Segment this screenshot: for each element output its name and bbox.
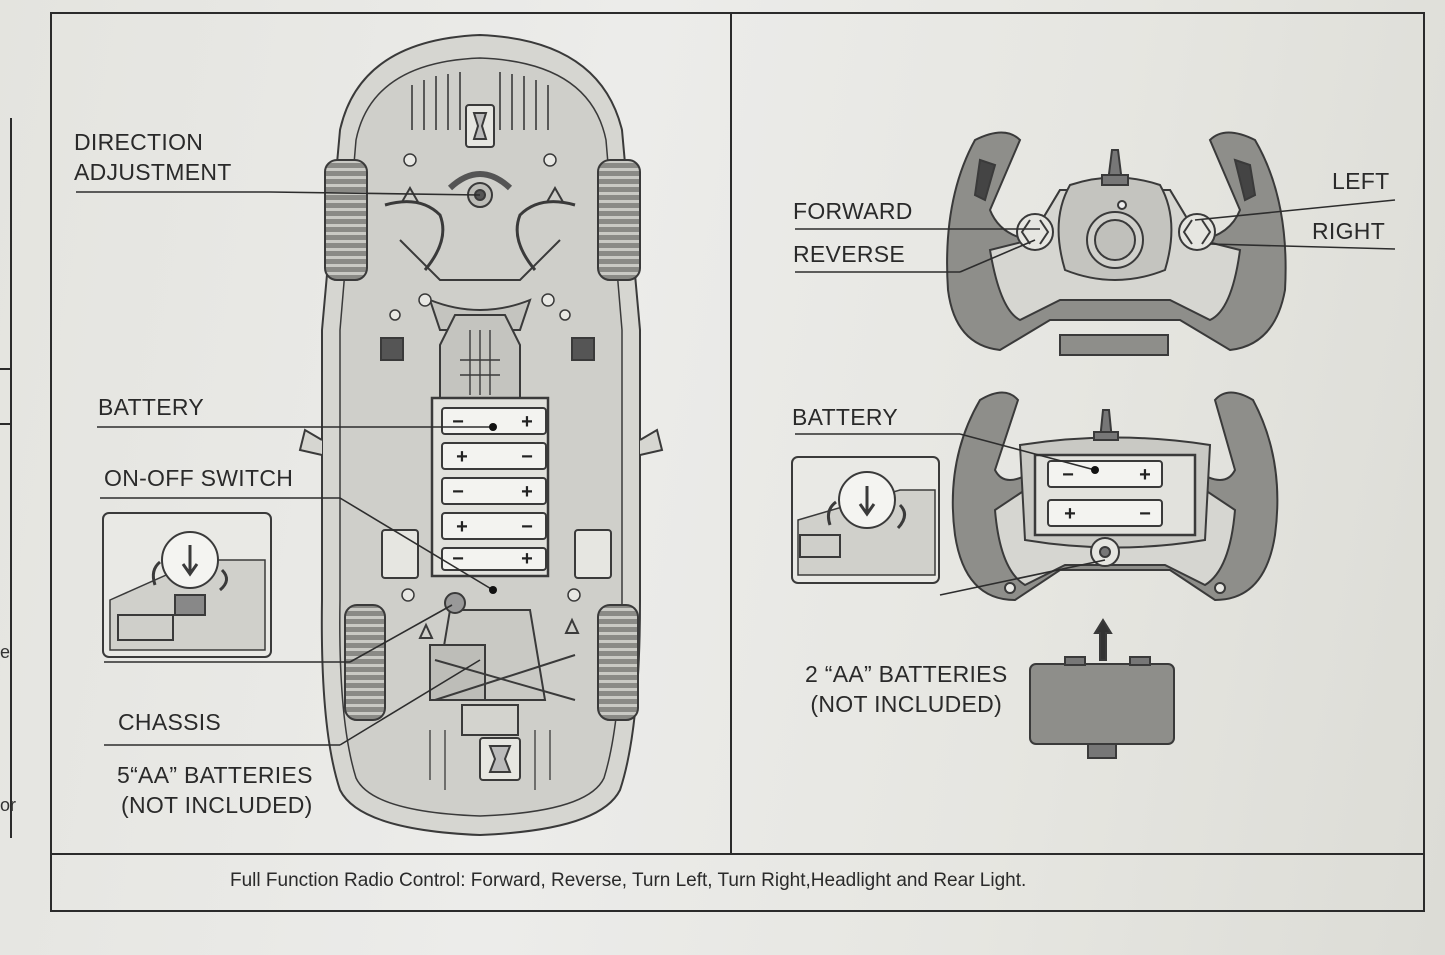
callout-dot: [1091, 466, 1099, 474]
label-chassis: CHASSIS: [118, 709, 222, 735]
caption-divider: [50, 853, 1425, 855]
callout-dot: [489, 423, 497, 431]
on-off-switch-inset: [102, 512, 272, 658]
label-battery-car: BATTERY: [98, 394, 205, 420]
label-right: RIGHT: [1312, 218, 1386, 244]
battery-sign-minus: −: [1139, 503, 1151, 525]
outer-rule-2: [0, 423, 10, 425]
outer-left-line: [10, 118, 12, 838]
battery-sign-minus: −: [452, 548, 464, 570]
battery-sign-plus: +: [521, 481, 533, 503]
frame-bottom-line: [50, 910, 1425, 912]
edge-text-fragment: e: [0, 642, 11, 662]
panel-divider: [730, 12, 732, 854]
frame-top-line: [50, 12, 1425, 14]
remote-switch-inset: [791, 456, 940, 584]
label-forward: FORWARD: [793, 198, 913, 224]
battery-sign-plus: +: [1139, 464, 1151, 486]
label-line: 5“AA” BATTERIES: [117, 762, 313, 788]
label-remote-batteries: 2 “AA” BATTERIES (NOT INCLUDED): [805, 660, 1007, 720]
battery-sign-plus: +: [456, 516, 468, 538]
battery-sign-plus: +: [456, 446, 468, 468]
label-line: 2 “AA” BATTERIES: [805, 661, 1008, 687]
battery-cover-drawing: [1029, 618, 1175, 759]
edge-text-fragment: or: [0, 795, 17, 815]
remote-back-drawing: [951, 391, 1279, 602]
frame-right-line: [1423, 12, 1425, 912]
label-line: (NOT INCLUDED): [121, 791, 313, 818]
frame-left-line: [50, 12, 52, 912]
leader-lines: [76, 191, 1396, 746]
battery-sign-plus: +: [521, 548, 533, 570]
label-car-batteries: 5“AA” BATTERIES (NOT INCLUDED): [117, 761, 313, 821]
label-line: (NOT INCLUDED): [810, 690, 1003, 717]
battery-sign-plus: +: [1064, 503, 1076, 525]
label-battery-remote: BATTERY: [792, 404, 899, 430]
callout-dot: [489, 586, 497, 594]
car-wheels: [324, 159, 641, 721]
battery-sign-minus: −: [1062, 464, 1074, 486]
battery-sign-minus: −: [521, 446, 533, 468]
battery-sign-minus: −: [452, 481, 464, 503]
label-line: ADJUSTMENT: [74, 158, 232, 185]
caption-radio-control: Full Function Radio Control: Forward, Re…: [230, 870, 1027, 891]
battery-sign-minus: −: [521, 516, 533, 538]
label-reverse: REVERSE: [793, 241, 906, 267]
label-direction-adjustment: DIRECTION ADJUSTMENT: [74, 128, 232, 188]
label-line: DIRECTION: [74, 129, 204, 155]
outer-rule-1: [0, 368, 10, 370]
label-left: LEFT: [1332, 168, 1390, 194]
remote-front-drawing: [946, 131, 1287, 356]
battery-sign-minus: −: [452, 411, 464, 433]
label-on-off-switch: ON-OFF SWITCH: [104, 465, 294, 491]
battery-sign-plus: +: [521, 411, 533, 433]
